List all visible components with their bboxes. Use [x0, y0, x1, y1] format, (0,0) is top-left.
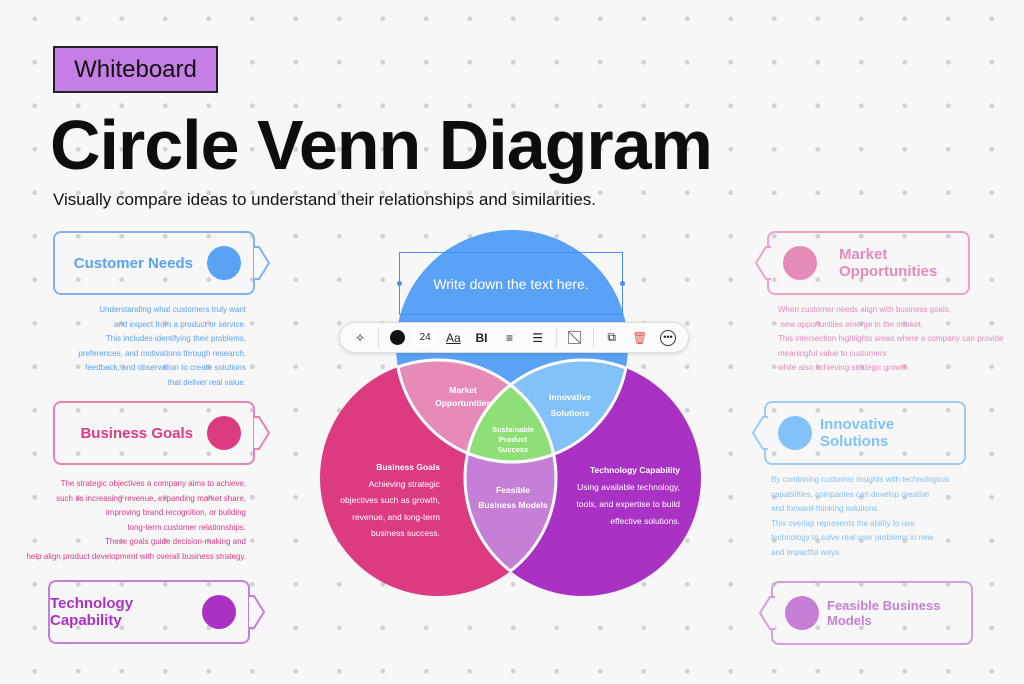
card-feasible-business-models[interactable]: Feasible Business Models [758, 581, 973, 645]
delete-icon[interactable]: 🗑 [632, 330, 648, 345]
divider [555, 327, 557, 348]
card-title: Feasible Business Models [827, 598, 941, 628]
duplicate-icon[interactable]: ⧉ [607, 330, 616, 344]
more-icon[interactable]: ••• [654, 326, 682, 350]
card-innovative-solutions[interactable]: Innovative Solutions [751, 401, 966, 465]
pointer-icon [254, 416, 271, 450]
border-icon[interactable] [561, 326, 589, 350]
card-business-goals[interactable]: Business Goals [53, 401, 271, 465]
card-customer-needs[interactable]: Customer Needs [53, 231, 271, 295]
region-sustainable-success[interactable] [465, 360, 701, 596]
list-icon[interactable]: ☰ [532, 330, 544, 345]
font-size-input[interactable]: 24 [411, 326, 439, 350]
circle-icon [202, 595, 236, 629]
circle-icon [778, 416, 812, 450]
color-picker-icon[interactable] [383, 326, 411, 350]
pointer-icon [754, 246, 771, 280]
card-market-opportunities[interactable]: Market Opportunities [754, 231, 970, 295]
whiteboard-badge: Whiteboard [53, 46, 218, 93]
text-box-content[interactable]: Write down the text here. [433, 275, 589, 292]
pointer-icon [249, 595, 266, 629]
resize-handle-right[interactable] [620, 281, 625, 286]
pointer-icon [254, 246, 271, 280]
innovative-solutions-description: By combining customer insights with tech… [771, 475, 949, 557]
circle-icon [207, 416, 241, 450]
ai-sparkle-icon[interactable]: ✧ [355, 330, 366, 345]
business-goals-description: The strategic objectives a company aims … [26, 479, 246, 561]
pointer-icon [758, 596, 775, 630]
circle-icon [783, 246, 817, 280]
divider [592, 327, 594, 348]
formatting-toolbar: ✧ 24 Aa BI ≡ ☰ ⧉ 🗑 ••• [339, 322, 689, 353]
page-title: Circle Venn Diagram [50, 106, 713, 184]
page-subtitle: Visually compare ideas to understand the… [53, 190, 597, 209]
card-title: Business Goals [80, 424, 193, 442]
circle-icon [785, 596, 819, 630]
circle-icon [207, 246, 241, 280]
card-title: Technology Capability [50, 595, 134, 629]
font-icon[interactable]: Aa [445, 330, 461, 345]
resize-handle-left[interactable] [397, 281, 402, 286]
card-title: Customer Needs [73, 254, 193, 272]
divider [378, 327, 379, 348]
card-technology-capability[interactable]: Technology Capability [48, 580, 266, 644]
market-opportunities-description: When customer needs align with business … [778, 305, 1004, 372]
card-title: Market Opportunities [839, 246, 938, 280]
pointer-icon [751, 416, 768, 450]
card-title: Innovative Solutions [820, 416, 895, 450]
align-icon[interactable]: ≡ [506, 330, 514, 345]
text-box-selected[interactable]: Write down the text here. [399, 252, 623, 315]
bold-italic-icon[interactable]: BI [475, 330, 488, 345]
